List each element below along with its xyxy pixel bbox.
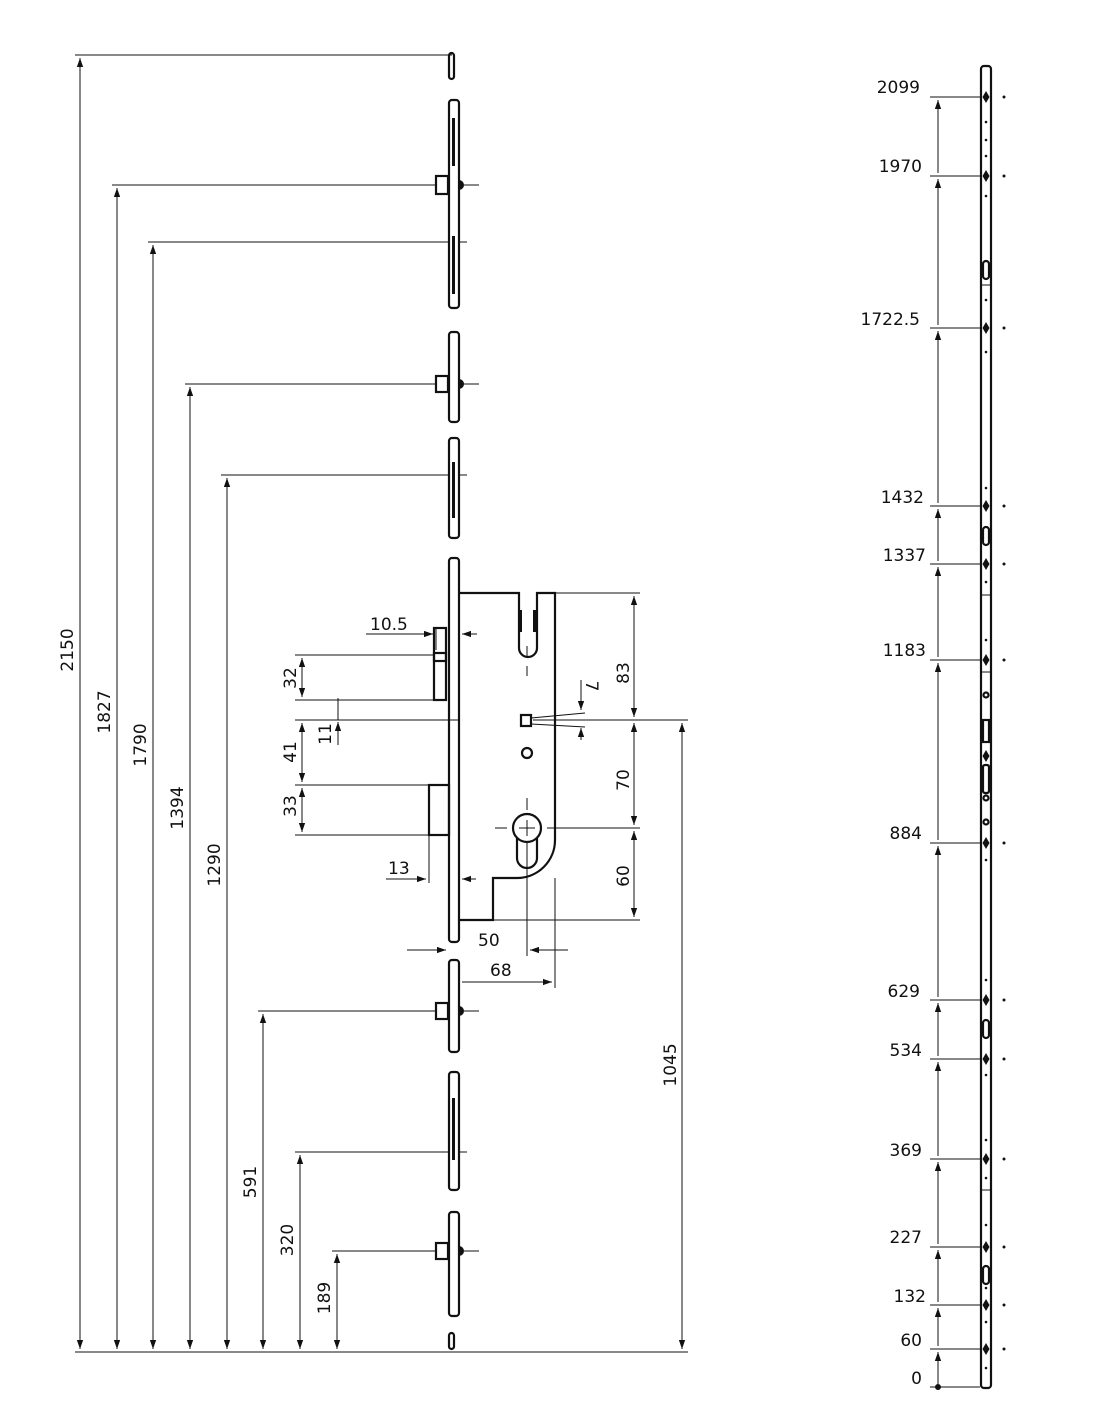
dim-7: 7 — [581, 681, 601, 692]
dim-33: 33 — [281, 795, 301, 817]
left-height-dimensions — [76, 58, 449, 1349]
dim-11: 11 — [316, 723, 336, 745]
dim-60: 60 — [614, 865, 634, 887]
dim-50: 50 — [478, 931, 500, 951]
right-label-1722-5: 1722.5 — [861, 310, 920, 330]
dim-83: 83 — [614, 662, 634, 684]
right-label-1337: 1337 — [883, 546, 926, 566]
right-label-369: 369 — [890, 1141, 922, 1161]
dim-13: 13 — [388, 859, 410, 879]
height-label-1827: 1827 — [95, 690, 115, 733]
right-label-1183: 1183 — [883, 641, 926, 661]
right-label-1970: 1970 — [879, 157, 922, 177]
height-label-1394: 1394 — [168, 786, 188, 829]
screw-marks — [982, 91, 1006, 1370]
right-label-629: 629 — [888, 982, 920, 1002]
left-height-labels: 2150 1827 1790 1394 1290 591 320 189 — [58, 628, 335, 1314]
dim-70: 70 — [614, 769, 634, 791]
right-label-132: 132 — [894, 1287, 926, 1307]
height-label-2150: 2150 — [58, 628, 78, 671]
lock-detail-dimensions: 10.5 32 11 41 33 13 83 70 60 — [281, 592, 688, 1349]
dim-32: 32 — [281, 667, 301, 689]
side-elevation — [930, 64, 1006, 1390]
right-label-1432: 1432 — [881, 488, 924, 508]
height-label-189: 189 — [315, 1282, 335, 1314]
height-label-591: 591 — [241, 1166, 261, 1198]
right-label-227: 227 — [890, 1228, 922, 1248]
dim-68: 68 — [490, 961, 512, 981]
height-label-1790: 1790 — [131, 723, 151, 766]
right-label-2099: 2099 — [877, 78, 920, 98]
dim-41: 41 — [281, 741, 301, 763]
right-label-884: 884 — [890, 824, 922, 844]
height-label-320: 320 — [278, 1224, 298, 1256]
faceplate-elevation — [75, 51, 688, 1353]
right-label-60: 60 — [900, 1331, 922, 1351]
dim-10-5: 10.5 — [370, 615, 408, 635]
height-label-1290: 1290 — [205, 843, 225, 886]
right-label-0: 0 — [911, 1369, 922, 1389]
right-height-labels: 2099 1970 1722.5 1432 1337 1183 884 629 … — [861, 78, 926, 1389]
dim-1045: 1045 — [661, 1043, 681, 1086]
right-label-534: 534 — [890, 1041, 922, 1061]
